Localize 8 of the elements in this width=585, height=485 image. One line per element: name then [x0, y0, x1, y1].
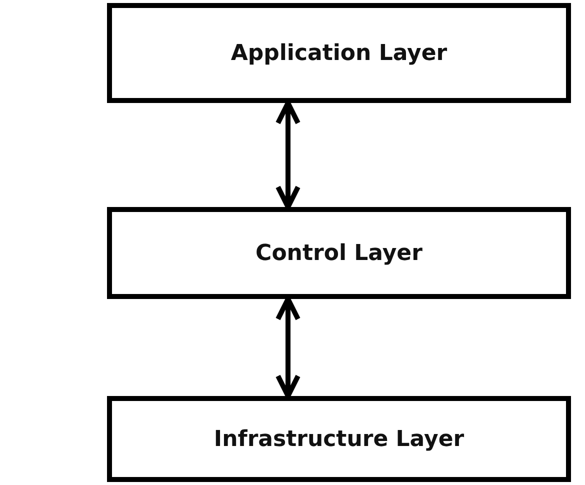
layer-label: Control Layer	[256, 240, 422, 266]
layer-label: Application Layer	[230, 40, 448, 66]
layer-box	[107, 396, 571, 482]
double-arrow	[276, 296, 300, 398]
layer-box	[107, 207, 571, 299]
layer-box	[107, 3, 571, 103]
layer-label: Infrastructure Layer	[214, 426, 464, 452]
double-arrow	[276, 100, 300, 210]
